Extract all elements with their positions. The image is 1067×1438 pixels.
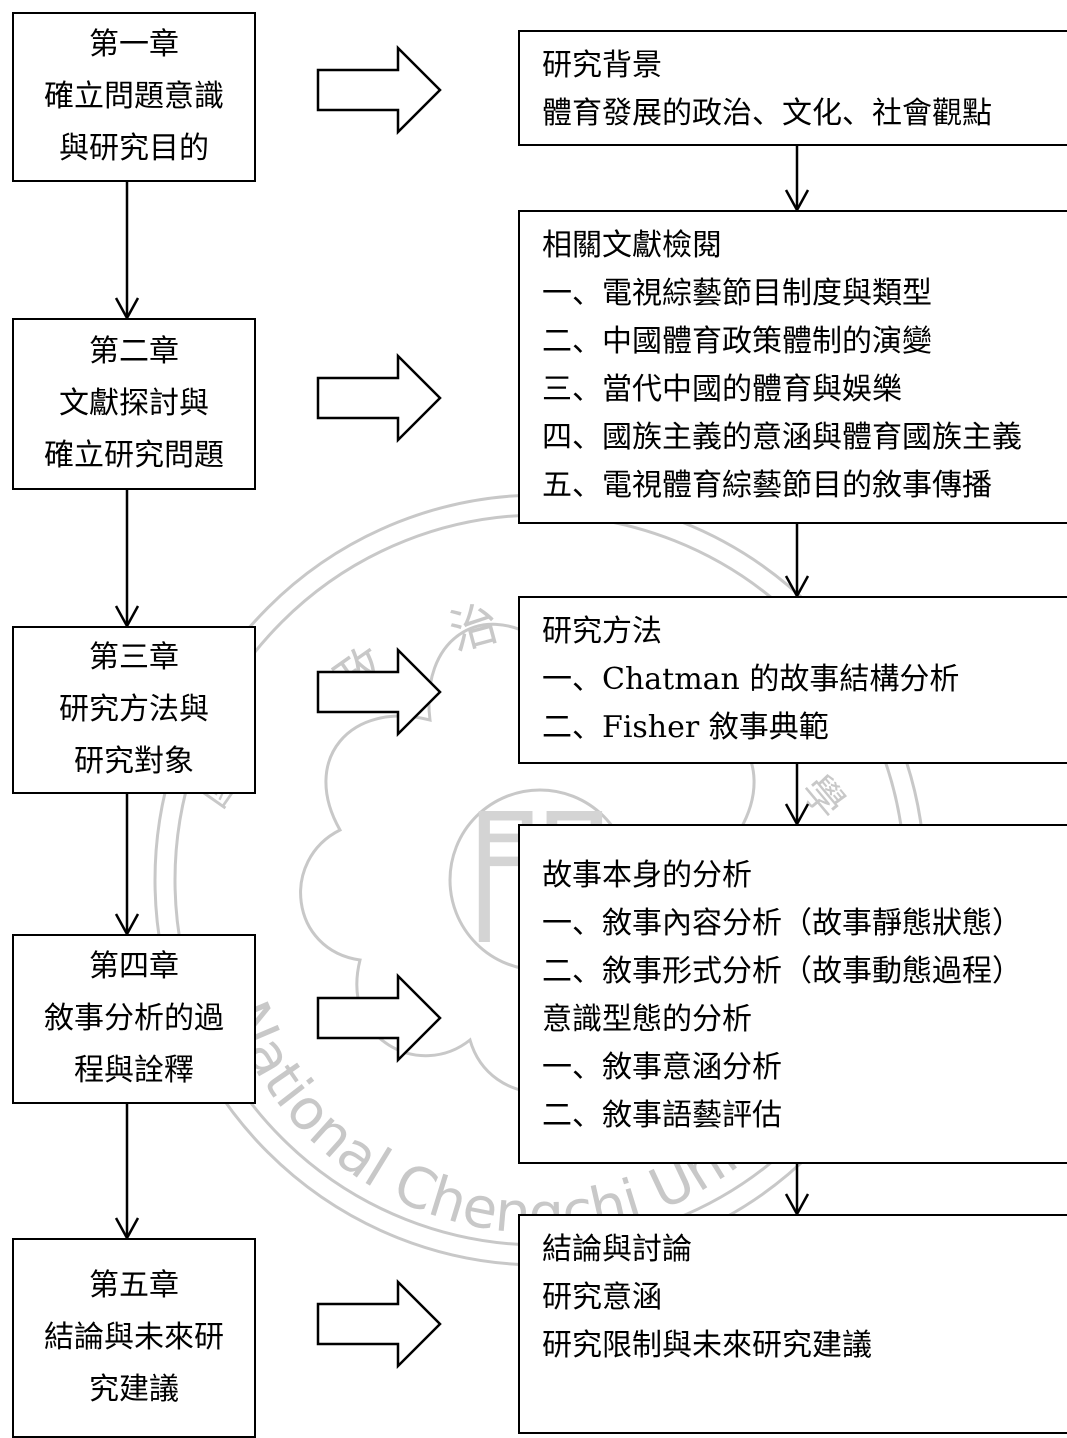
box-item: 三、當代中國的體育與娛樂 <box>542 372 902 407</box>
chapter-title-line: 與研究目的 <box>59 131 209 166</box>
chapter-title-line: 確立研究問題 <box>44 438 224 473</box>
content-box-4: 故事本身的分析一、敘事內容分析（故事靜態狀態） 二、敘事形式分析（故事動態過程） 意… <box>518 824 1067 1164</box>
box-heading: 相關文獻檢閱 <box>542 228 722 263</box>
content-box-3: 研究方法一、Chatman 的故事結構分析二、Fisher 敘事典範 <box>518 596 1067 764</box>
block-arrow-4 <box>316 972 442 1064</box>
chapter-title-line: 敘事分析的過 <box>44 1001 224 1036</box>
flow-connectors <box>114 44 810 1370</box>
chapter-box-3: 第三章研究方法與研究對象 <box>12 626 256 794</box>
box-item: 二、敘事形式分析（故事動態過程） <box>542 954 1022 989</box>
chapter-box-5: 第五章結論與未來研究建議 <box>12 1238 256 1438</box>
chapter-number: 第二章 <box>89 334 179 369</box>
block-arrow-5 <box>316 1278 442 1370</box>
box-item: 一、電視綜藝節目制度與類型 <box>542 276 932 311</box>
chapter-number: 第三章 <box>89 640 179 675</box>
box-heading: 研究方法 <box>542 614 662 649</box>
chapter-box-4: 第四章敘事分析的過程與詮釋 <box>12 934 256 1104</box>
chapter-title-line: 研究方法與 <box>59 692 209 727</box>
chapter-number: 第五章 <box>89 1268 179 1303</box>
box-heading: 研究背景 <box>542 48 662 83</box>
chapter-title-line: 程與詮釋 <box>74 1053 194 1088</box>
box-item: 五、電視體育綜藝節目的敘事傳播 <box>542 468 992 503</box>
box-item: 二、敘事語藝評估 <box>542 1098 782 1133</box>
box-item: 二、中國體育政策體制的演變 <box>542 324 932 359</box>
box-item: 二、Fisher 敘事典範 <box>542 710 829 745</box>
box-item: 研究限制與未來研究建議 <box>542 1328 872 1363</box>
content-box-5: 結論與討論研究意涵研究限制與未來研究建議 <box>518 1214 1067 1434</box>
chapter-box-2: 第二章文獻探討與確立研究問題 <box>12 318 256 490</box>
box-item: 一、敘事內容分析（故事靜態狀態） <box>542 906 1022 941</box>
box-item: 一、Chatman 的故事結構分析 <box>542 662 960 697</box>
chapter-title-line: 研究對象 <box>74 744 194 779</box>
chapter-box-1: 第一章確立問題意識與研究目的 <box>12 12 256 182</box>
content-box-2: 相關文獻檢閱一、電視綜藝節目制度與類型二、中國體育政策體制的演變三、當代中國的體… <box>518 210 1067 524</box>
chapter-title-line: 確立問題意識 <box>44 79 224 114</box>
box-item: 意識型態的分析 <box>542 1002 752 1037</box>
box-item: 研究意涵 <box>542 1280 662 1315</box>
block-arrow-1 <box>316 44 442 136</box>
block-arrow-2 <box>316 352 442 444</box>
box-item: 四、國族主義的意涵與體育國族主義 <box>542 420 1022 455</box>
content-box-1: 研究背景體育發展的政治、文化、社會觀點 <box>518 30 1067 146</box>
chapter-number: 第四章 <box>89 949 179 984</box>
block-arrow-3 <box>316 646 442 738</box>
chapter-title-line: 究建議 <box>89 1372 179 1407</box>
box-item: 體育發展的政治、文化、社會觀點 <box>542 96 992 131</box>
chapter-number: 第一章 <box>89 27 179 62</box>
box-item: 一、敘事意涵分析 <box>542 1050 782 1085</box>
chapter-title-line: 結論與未來研 <box>44 1320 224 1355</box>
box-heading: 結論與討論 <box>542 1232 692 1267</box>
chapter-title-line: 文獻探討與 <box>59 386 209 421</box>
box-heading: 故事本身的分析 <box>542 858 752 893</box>
